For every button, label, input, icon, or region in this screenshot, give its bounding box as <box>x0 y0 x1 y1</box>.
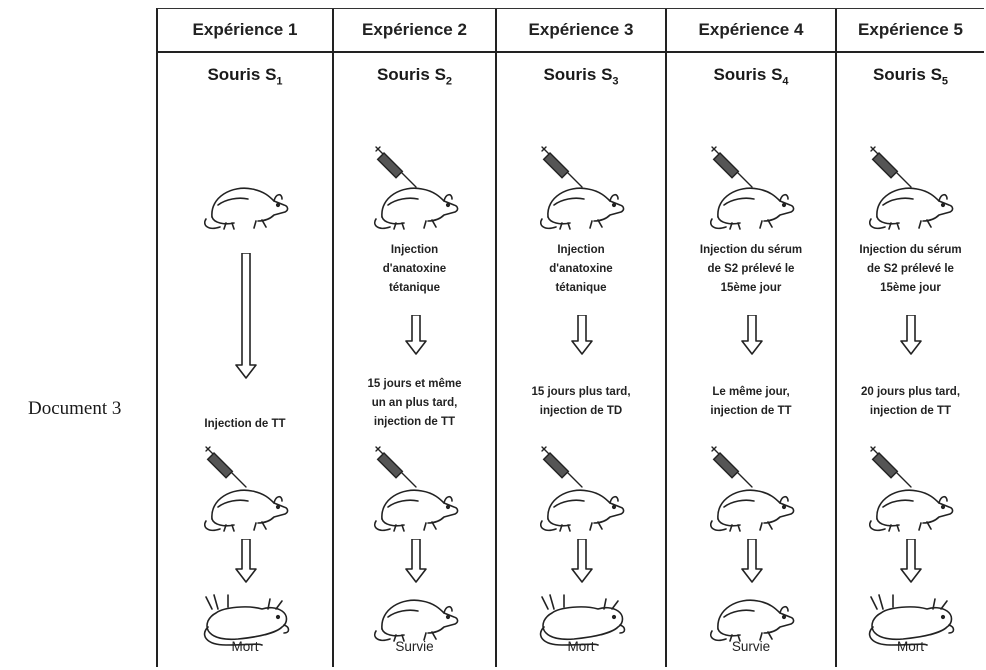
text-line: 15ème jour <box>720 282 782 294</box>
text-line: tétanique <box>388 282 441 294</box>
text-line: 15ème jour <box>880 282 941 294</box>
experiment-header-2: Expérience 2 <box>334 9 497 53</box>
down-arrow-icon <box>234 538 258 588</box>
outcome-label: Mort <box>567 639 595 654</box>
dead-mouse-icon <box>198 587 294 652</box>
outcome-label: Survie <box>395 639 434 654</box>
down-arrow-icon <box>899 538 923 588</box>
text-line: d'anatoxine <box>549 263 613 275</box>
mouse-name: Souris S2 <box>376 65 453 88</box>
outcome-label: Mort <box>231 639 259 654</box>
text-line: de S2 prélevé le <box>867 263 954 275</box>
text-line: injection de TT <box>869 405 952 417</box>
mouse-icon <box>368 587 464 652</box>
experiment-header-4: Expérience 4 <box>667 9 837 53</box>
text-line: injection de TT <box>710 405 792 417</box>
dead-mouse-icon <box>534 587 630 652</box>
outcome-label: Mort <box>897 639 924 654</box>
down-arrow-icon <box>740 314 764 360</box>
experiment-header-5: Expérience 5 <box>837 9 984 53</box>
text-line: Injection du sérum <box>859 244 962 256</box>
mouse-icon <box>704 175 800 240</box>
outcome-label: Survie <box>731 639 771 654</box>
text-line: tétanique <box>555 282 607 294</box>
mouse-icon <box>368 175 464 240</box>
treatment-text: Injection d'anatoxine tétanique <box>497 241 665 298</box>
mouse-name: Souris S5 <box>872 65 949 88</box>
down-arrow-icon <box>570 538 594 588</box>
mouse-name: Souris S1 <box>207 65 283 88</box>
text-line: 20 jours plus tard, <box>860 386 961 398</box>
challenge-text: Le même jour, injection de TT <box>667 383 835 421</box>
down-arrow-icon <box>570 314 594 360</box>
mouse-icon <box>368 477 464 542</box>
syringe-icon <box>204 445 248 494</box>
challenge-text: 20 jours plus tard, injection de TT <box>837 383 984 421</box>
experiment-column-4: Souris S4 Injection du sérum de S2 prélev… <box>667 53 837 667</box>
syringe-icon <box>869 445 913 494</box>
treatment-text: Injection du sérum de S2 prélevé le 15ème … <box>667 241 835 298</box>
syringe-icon <box>374 145 418 194</box>
syringe-icon <box>540 445 584 494</box>
experiment-header-3: Expérience 3 <box>497 9 667 53</box>
syringe-icon <box>710 445 754 494</box>
text-line: Injection de TT <box>204 418 286 430</box>
mouse-icon <box>534 477 630 542</box>
syringe-icon <box>540 145 584 194</box>
mouse-name: Souris S3 <box>543 65 619 88</box>
down-arrow-icon <box>899 314 923 360</box>
syringe-icon <box>374 445 418 494</box>
down-arrow-icon <box>404 538 428 588</box>
text-line: 15 jours plus tard, <box>531 386 631 398</box>
text-line: Injection <box>557 244 605 256</box>
treatment-text: Injection d'anatoxine tétanique <box>334 241 495 298</box>
mouse-icon <box>704 587 800 652</box>
text-line: un an plus tard, <box>371 397 458 409</box>
mouse-icon <box>198 477 294 542</box>
mouse-icon <box>863 175 959 240</box>
experiment-column-5: Souris S5 Injection du sérum de S2 prélev… <box>837 53 984 667</box>
syringe-icon <box>710 145 754 194</box>
down-arrow-icon <box>234 252 258 384</box>
challenge-text: 15 jours et même un an plus tard, injectio… <box>334 375 495 432</box>
text-line: Le même jour, <box>712 386 790 398</box>
text-line: Injection <box>390 244 439 256</box>
treatment-text: Injection du sérum de S2 prélevé le 15ème … <box>837 241 984 298</box>
mouse-icon <box>198 175 294 240</box>
challenge-text: 15 jours plus tard, injection de TD <box>497 383 665 421</box>
down-arrow-icon <box>404 314 428 360</box>
challenge-text: Injection de TT <box>158 415 332 434</box>
text-line: injection de TT <box>373 416 456 428</box>
text-line: injection de TD <box>539 405 623 417</box>
mouse-icon <box>863 477 959 542</box>
mouse-icon <box>704 477 800 542</box>
text-line: 15 jours et même <box>367 378 462 390</box>
mouse-name: Souris S4 <box>713 65 789 88</box>
experiment-column-1: Souris S1 Injection de TT <box>158 53 334 667</box>
document-label: Document 3 <box>28 398 122 419</box>
down-arrow-icon <box>740 538 764 588</box>
mouse-icon <box>534 175 630 240</box>
text-line: de S2 prélevé le <box>707 263 795 275</box>
syringe-icon <box>869 145 913 194</box>
experiment-header-1: Expérience 1 <box>158 9 334 53</box>
text-line: Injection du sérum <box>699 244 803 256</box>
text-line: d'anatoxine <box>382 263 447 275</box>
dead-mouse-icon <box>863 587 959 652</box>
